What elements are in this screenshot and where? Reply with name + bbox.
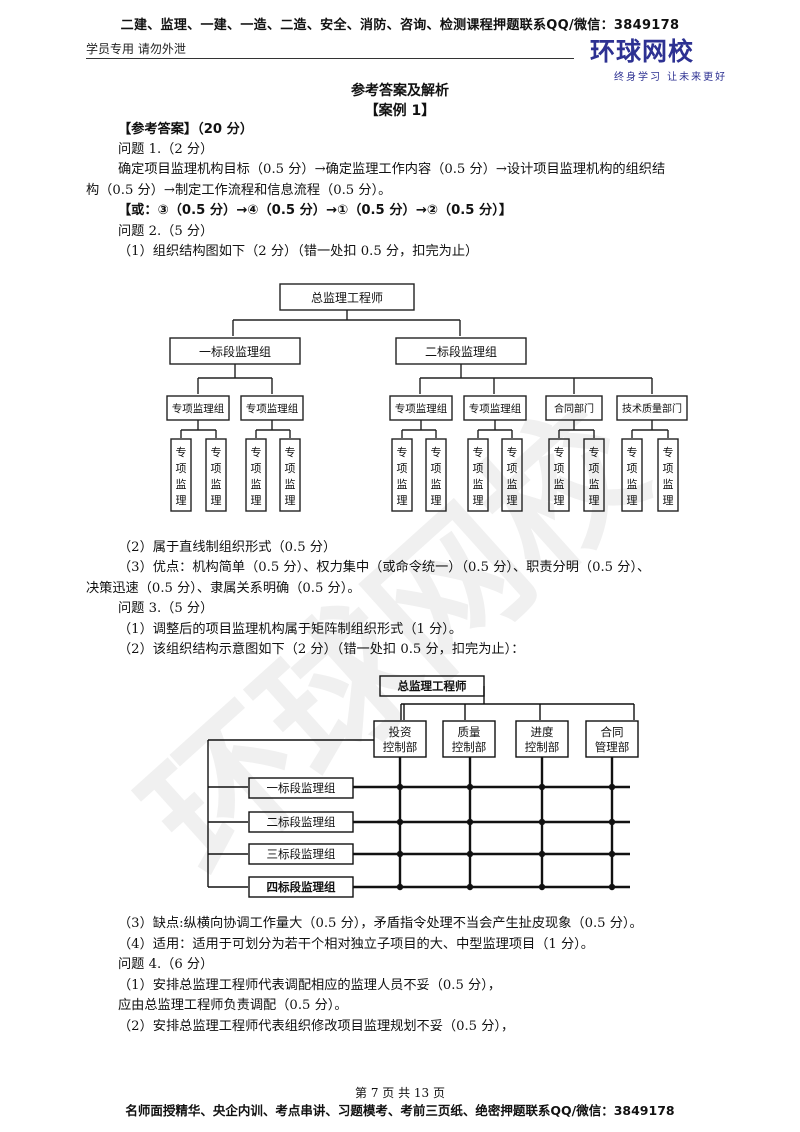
logo-slogan: 终身学习 让未来更好 — [614, 72, 728, 83]
text-line: 问题 2.（5 分） — [118, 224, 214, 239]
chart2-dept: 进度 — [531, 725, 554, 739]
chart2-group: 三标段监理组 — [267, 847, 336, 861]
chart1-leaf: 专项监理 — [397, 445, 408, 507]
text-line: 决策迅速（0.5 分）、隶属关系明确（0.5 分）。 — [86, 581, 361, 596]
chart2-dept: 合同 — [601, 725, 624, 739]
text-line: （1）调整后的项目监理机构属于矩阵制组织形式（1 分）。 — [118, 622, 463, 637]
chart1-mid: 技术质量部门 — [622, 402, 682, 415]
page-number: 第 7 页 共 13 页 — [355, 1086, 445, 1100]
chart1-seg1: 一标段监理组 — [199, 344, 271, 359]
chart2-dept: 管理部 — [595, 740, 630, 754]
header-notice: 学员专用 请勿外泄 — [86, 42, 186, 56]
chart1-mid: 专项监理组 — [469, 402, 522, 415]
text-line: 确定项目监理机构目标（0.5 分）→确定监理工作内容（0.5 分）→设计项目监理… — [118, 162, 666, 177]
chart1-leaf: 专项监理 — [663, 445, 674, 507]
footer-promo-text: 名师面授精华、央企内训、考点串讲、习题模考、考前三页纸、绝密押题联系QQ/微信：… — [125, 1103, 675, 1118]
org-chart-matrix: 总监理工程师 投资 控制部 质量 控制部 进度 控制部 合同 管理部 一标段监理… — [207, 675, 639, 898]
chart1-root: 总监理工程师 — [311, 290, 383, 305]
chart1-mid: 专项监理组 — [395, 402, 448, 415]
text-line: 应由总监理工程师负责调配（0.5 分）。 — [118, 998, 348, 1013]
text-line: （3）优点：机构简单（0.5 分）、权力集中（或命令统一）（0.5 分）、职责分… — [118, 560, 651, 575]
text-line: （3）缺点:纵横向协调工作量大（0.5 分），矛盾指令处理不当会产生扯皮现象（0… — [118, 916, 643, 931]
chart1-leaf: 专项监理 — [251, 445, 262, 507]
text-line: 【或：③（0.5 分）→④（0.5 分）→①（0.5 分）→②（0.5 分）】 — [118, 203, 513, 218]
chart1-leaf: 专项监理 — [589, 445, 600, 507]
text-line: （2）属于直线制组织形式（0.5 分） — [118, 540, 337, 555]
chart1-seg2: 二标段监理组 — [425, 344, 497, 359]
text-line: （4）适用：适用于可划分为若干个相对独立子项目的大、中型监理项目（1 分）。 — [118, 937, 594, 952]
text-line: （2）安排总监理工程师代表组织修改项目监理规划不妥（0.5 分）， — [118, 1019, 515, 1034]
chart1-leaf: 专项监理 — [507, 445, 518, 507]
chart1-leaf: 专项监理 — [431, 445, 442, 507]
header-promo-text: 二建、监理、一建、一造、二造、安全、消防、咨询、检测课程押题联系QQ/微信：38… — [120, 18, 680, 33]
chart2-dept: 投资 — [389, 725, 412, 739]
text-line: 问题 3.（5 分） — [118, 601, 214, 616]
chart1-leaf: 专项监理 — [627, 445, 638, 507]
chart2-dept: 控制部 — [452, 740, 487, 754]
text-line: 问题 1.（2 分） — [118, 142, 214, 157]
chart2-root: 总监理工程师 — [398, 679, 467, 693]
chart1-mid: 专项监理组 — [172, 402, 225, 415]
chart1-leaf: 专项监理 — [285, 445, 296, 507]
header-rule — [86, 58, 574, 59]
chart1-leaf: 专项监理 — [176, 445, 187, 507]
chart2-group: 二标段监理组 — [267, 815, 336, 829]
chart1-mid: 合同部门 — [554, 402, 594, 415]
chart1-mid: 专项监理组 — [246, 402, 299, 415]
text-line: 问题 4.（6 分） — [118, 957, 214, 972]
org-chart-line: 总监理工程师 一标段监理组 二标段监理组 专项监理组 专项监理组 专项监理组 专… — [166, 283, 688, 512]
chart2-dept: 控制部 — [383, 740, 418, 754]
text-line: 构（0.5 分）→制定工作流程和信息流程（0.5 分）。 — [86, 183, 392, 198]
chart2-group: 四标段监理组 — [267, 880, 336, 894]
logo-text: 环球网校 — [590, 37, 695, 66]
chart1-leaf: 专项监理 — [554, 445, 565, 507]
answer-heading: 【参考答案】（20 分） — [118, 122, 254, 137]
doc-title: 参考答案及解析 — [351, 83, 449, 99]
text-line: （2）该组织结构示意图如下（2 分）（错一处扣 0.5 分，扣完为止）： — [118, 642, 525, 657]
text-line: （1）组织结构图如下（2 分）（错一处扣 0.5 分，扣完为止） — [118, 244, 479, 259]
chart2-group: 一标段监理组 — [267, 781, 336, 795]
chart2-dept: 控制部 — [525, 740, 560, 754]
chart1-leaf: 专项监理 — [473, 445, 484, 507]
brand-logo: 环球网校 终身学习 让未来更好 — [590, 32, 725, 83]
text-line: （1）安排总监理工程师代表调配相应的监理人员不妥（0.5 分）， — [118, 978, 502, 993]
chart1-leaf: 专项监理 — [211, 445, 222, 507]
doc-subtitle: 【案例 1】 — [364, 103, 436, 119]
chart2-dept: 质量 — [458, 725, 481, 739]
